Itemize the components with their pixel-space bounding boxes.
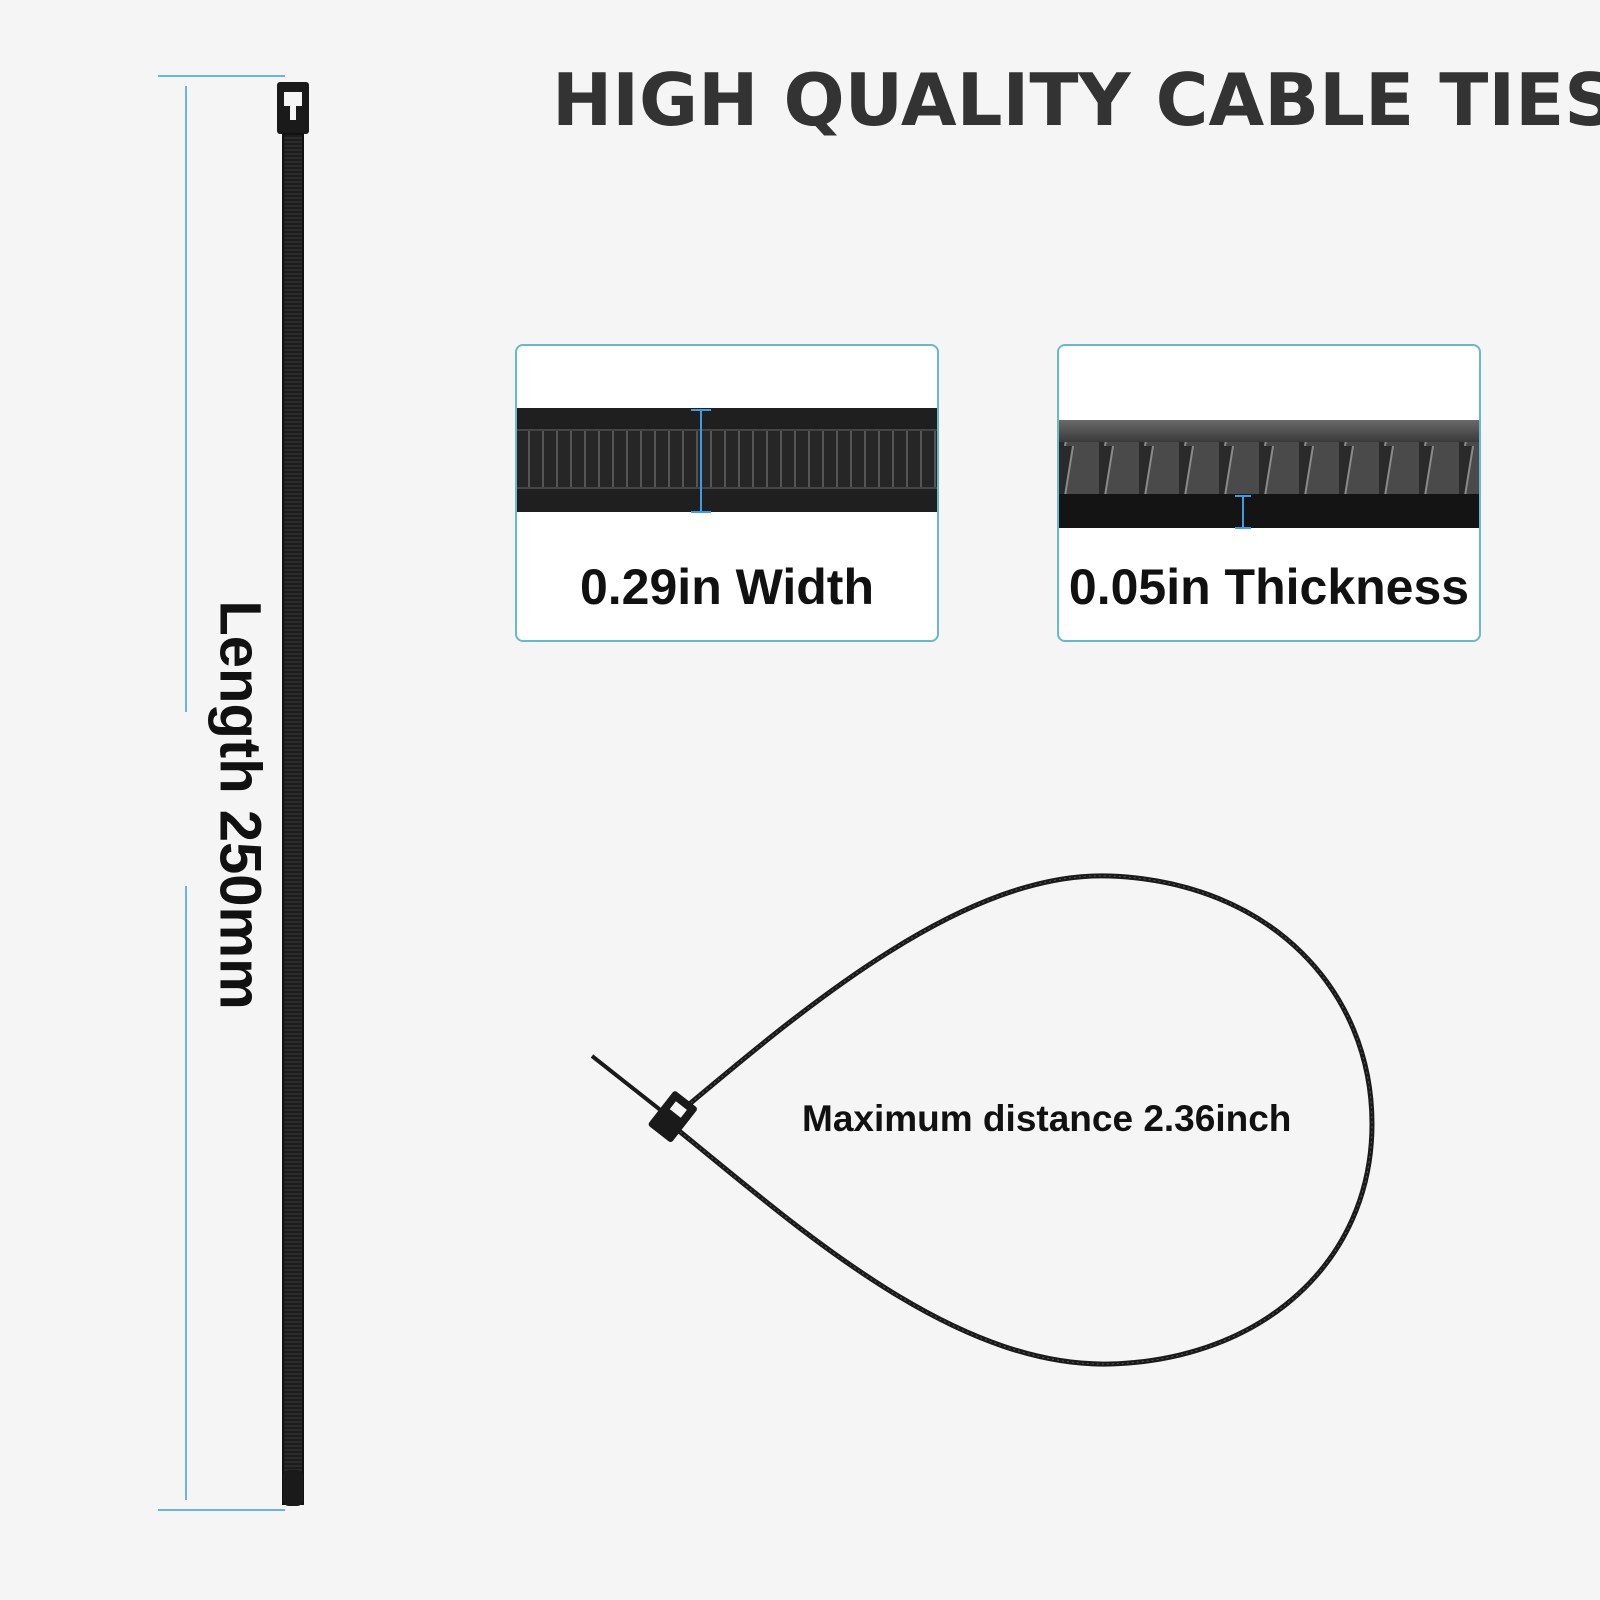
thickness-card: 0.05in Thickness [1057,344,1481,642]
dimension-lines [158,75,285,1511]
thickness-label: 0.05in Thickness [1068,559,1470,615]
page-title: HIGH QUALITY CABLE TIES [552,58,1600,142]
tie-thickness-closeup-icon [1059,420,1479,529]
width-label: 0.29in Width [579,559,875,615]
cable-tie-straight-icon [277,82,309,1506]
width-card: 0.29in Width [515,344,939,642]
tie-width-closeup-icon [517,408,937,513]
distance-label: Maximum distance 2.36inch [802,1098,1292,1139]
